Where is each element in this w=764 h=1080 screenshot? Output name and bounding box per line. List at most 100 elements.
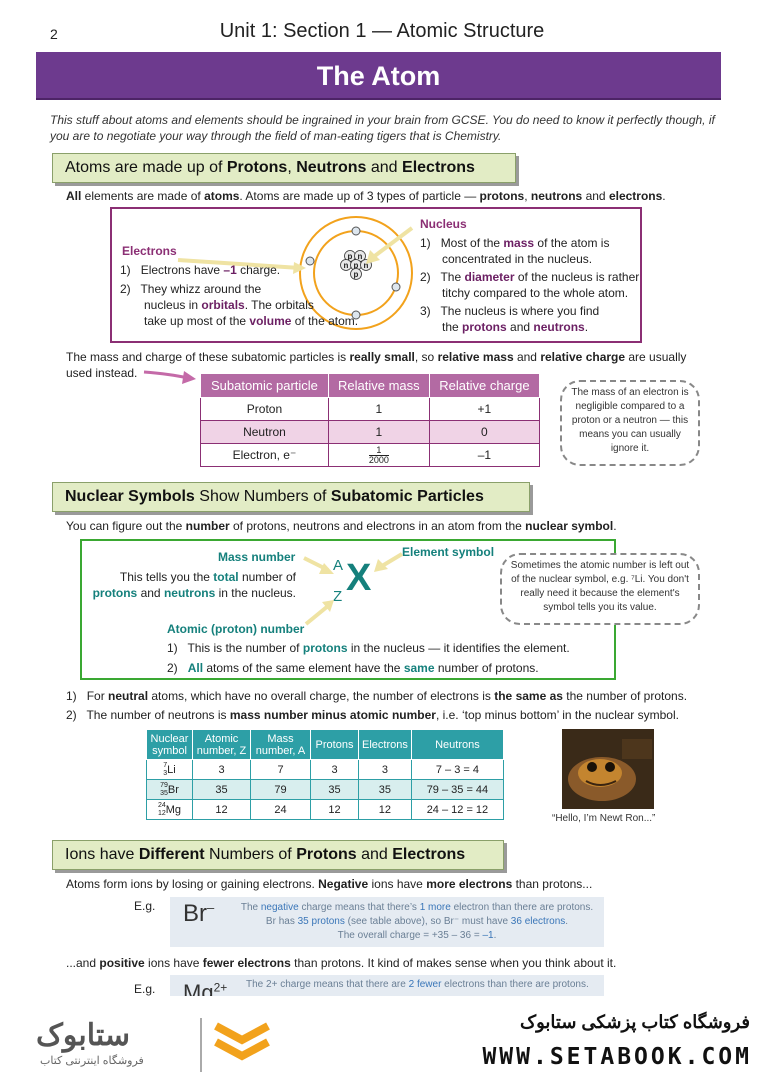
table-cell: 1 bbox=[327, 420, 430, 444]
table-cell: 7 – 3 = 4 bbox=[410, 759, 505, 780]
proton-label: p bbox=[354, 261, 359, 270]
neutron-label: n bbox=[364, 261, 369, 270]
bromide-symbol: Br– bbox=[183, 900, 215, 927]
section-heading-atoms: Atoms are made up of Protons, Neutrons a… bbox=[52, 153, 516, 183]
element-symbol-label: Element symbol bbox=[402, 545, 495, 559]
atomic-number-Z: Z bbox=[333, 588, 343, 605]
subatomic-table: Subatomic particle Relative mass Relativ… bbox=[200, 373, 541, 467]
table-cell: 1 bbox=[327, 397, 430, 421]
fraction-denominator: 2000 bbox=[368, 454, 389, 465]
table-cell: 0 bbox=[428, 420, 541, 444]
mass-number-desc: This tells you the total number of proto… bbox=[92, 570, 296, 600]
column-header: Electrons bbox=[358, 729, 412, 760]
mass-number-A: A bbox=[333, 557, 344, 574]
intro-text: This stuff about atoms and elements shou… bbox=[50, 113, 715, 143]
eg-label-2: E.g. bbox=[134, 982, 156, 996]
store-name-persian: فروشگاه کتاب پزشکی ستابوک bbox=[520, 1012, 750, 1032]
table-cell: 79 bbox=[250, 779, 311, 800]
electron bbox=[351, 226, 361, 236]
electron bbox=[305, 256, 315, 266]
nucleus-point-1: 1) Most of the mass of the atom is conce… bbox=[420, 236, 610, 266]
eg-label: E.g. bbox=[134, 899, 156, 913]
atomic-number: 35 bbox=[160, 789, 168, 797]
outer-orbital bbox=[299, 216, 413, 330]
relative-mass-text: The mass and charge of these subatomic p… bbox=[66, 350, 687, 380]
electrons-point-1: 1) Electrons have –1 charge. bbox=[120, 263, 281, 277]
table-cell: 7 bbox=[250, 759, 311, 780]
atomic-number: 12 bbox=[157, 809, 166, 817]
mass-number-label: Mass number bbox=[218, 550, 296, 564]
column-header: Atomic number, Z bbox=[192, 729, 251, 760]
element-symbol: Mg bbox=[165, 803, 182, 816]
store-logo-icon bbox=[214, 1022, 270, 1061]
negative-ions-line: Atoms form ions by losing or gaining ele… bbox=[66, 877, 593, 891]
proton-label: p bbox=[354, 270, 359, 279]
column-header: Neutrons bbox=[410, 729, 505, 760]
column-header: Relative charge bbox=[428, 373, 541, 398]
nuclear-symbol-intro-line: You can figure out the number of protons… bbox=[66, 519, 617, 533]
nucleus-arrow bbox=[366, 226, 414, 264]
section-heading-ions: Ions have Different Numbers of Protons a… bbox=[52, 840, 504, 870]
atomic-number-point-2: 2) All atoms of the same element have th… bbox=[167, 661, 539, 675]
neutrons-point: 2) The number of neutrons is mass number… bbox=[66, 708, 679, 722]
unit-title: Unit 1: Section 1 — Atomic Structure bbox=[219, 20, 545, 42]
neutron-label: n bbox=[358, 252, 363, 261]
electrons-point-2: 2) They whizz around the nucleus in orbi… bbox=[120, 282, 359, 328]
mass-number: 7 bbox=[163, 761, 168, 769]
table-cell: 3 bbox=[310, 759, 359, 780]
element-symbol: Li bbox=[167, 763, 176, 776]
element-symbol: Br bbox=[167, 783, 179, 796]
atomic-number-label: Atomic (proton) number bbox=[167, 622, 305, 636]
bromide-explanation: The negative charge means that there’s 1… bbox=[240, 902, 594, 941]
column-header: Relative mass bbox=[327, 373, 430, 398]
table-cell: +1 bbox=[428, 397, 541, 421]
atomic-number-point-1: 1) This is the number of protons in the … bbox=[167, 641, 570, 655]
page-title: The Atom bbox=[36, 52, 721, 100]
fraction-numerator: 1 bbox=[368, 445, 389, 456]
nuclear-symbol-table: Nuclear symbol Atomic number, Z Mass num… bbox=[146, 729, 505, 820]
footer-divider bbox=[200, 1018, 202, 1072]
nucleus-label: Nucleus bbox=[420, 217, 467, 231]
table-arrow bbox=[143, 370, 196, 384]
electrons-label: Electrons bbox=[122, 244, 177, 258]
neutron-label: n bbox=[344, 261, 349, 270]
electron-arrow bbox=[177, 258, 306, 274]
bromide-example-box bbox=[170, 897, 604, 947]
newt-photo bbox=[562, 729, 654, 809]
neutral-atoms-point: 1) For neutral atoms, which have no over… bbox=[66, 689, 688, 703]
table-cell: 79 – 35 = 44 bbox=[410, 779, 505, 800]
table-cell: 12 bbox=[192, 799, 251, 820]
table-row: Electron, e⁻ 1 2000 –1 bbox=[200, 443, 541, 467]
table-row: Proton 1 +1 bbox=[200, 397, 541, 421]
atoms-intro-line: All elements are made of atoms. Atoms ar… bbox=[66, 189, 666, 203]
magnesium-example-box bbox=[170, 975, 604, 999]
store-url: WWW.SETABOOK.COM bbox=[482, 1044, 752, 1070]
electron bbox=[391, 282, 401, 292]
proton bbox=[350, 268, 362, 280]
table-cell: 35 bbox=[192, 779, 251, 800]
table-cell: 35 bbox=[358, 779, 412, 800]
column-header: Subatomic particle bbox=[200, 373, 329, 398]
magnesium-explanation: The 2+ charge means that there are 2 few… bbox=[246, 979, 589, 990]
column-header: Nuclear symbol bbox=[146, 729, 193, 760]
store-footer: ستابوک فروشگاه اینترنتی کتاب فروشگاه کتا… bbox=[0, 996, 764, 1080]
store-logo-text: ستابوک bbox=[36, 1019, 131, 1052]
nucleus-point-2: 2) The diameter of the nucleus is rather… bbox=[420, 270, 640, 300]
atomic-number-note: Sometimes the atomic number is left out … bbox=[500, 553, 700, 625]
atom-diagram-box bbox=[110, 207, 642, 343]
column-header: Mass number, A bbox=[250, 729, 311, 760]
mass-number: 79 bbox=[160, 781, 168, 789]
newt-caption: “Hello, I’m Newt Ron...” bbox=[552, 813, 656, 824]
nucleus-point-3: 3) The nucleus is where you find the pro… bbox=[420, 304, 600, 334]
table-row: Neutron 1 0 bbox=[200, 420, 541, 444]
positive-ions-line: ...and positive ions have fewer electron… bbox=[66, 956, 617, 970]
fraction-cell: 1 2000 bbox=[327, 443, 430, 467]
store-logo-subtitle: فروشگاه اینترنتی کتاب bbox=[40, 1055, 144, 1067]
element-symbol-X: X bbox=[346, 557, 372, 599]
